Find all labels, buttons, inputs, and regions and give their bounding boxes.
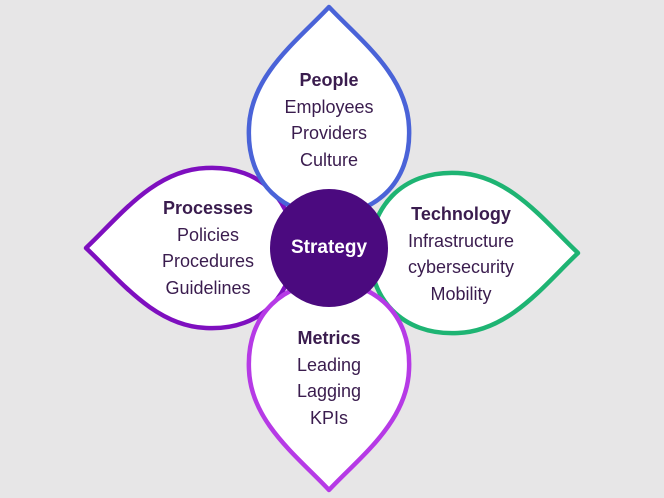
- petal-item: Policies: [176, 224, 240, 245]
- petal-technology-label: Technology Infrastructure cybersecurity …: [390, 201, 532, 307]
- petal-item: Guidelines: [165, 277, 251, 298]
- petal-metrics-label: Metrics Leading Lagging KPIs: [249, 325, 409, 431]
- petal-item: Leading: [296, 354, 362, 375]
- petal-item: Infrastructure: [407, 230, 515, 251]
- petal-title: People: [299, 70, 359, 90]
- petal-title: Processes: [162, 198, 254, 218]
- petal-title: Technology: [411, 204, 511, 224]
- petal-item: cybersecurity: [407, 257, 515, 277]
- center-circle: [270, 189, 388, 307]
- petal-item: Culture: [299, 149, 359, 170]
- petal-item: Providers: [290, 123, 368, 143]
- petal-item: Procedures: [161, 251, 255, 271]
- petal-processes-label: Processes Policies Procedures Guidelines: [138, 195, 278, 301]
- center-label: Strategy: [290, 237, 368, 258]
- petal-item: KPIs: [309, 407, 348, 428]
- petal-item: Mobility: [430, 283, 492, 304]
- petal-title: Metrics: [297, 328, 361, 348]
- petal-item: Lagging: [296, 381, 362, 401]
- petal-item: Employees: [284, 96, 374, 117]
- petal-people-label: People Employees Providers Culture: [249, 67, 409, 173]
